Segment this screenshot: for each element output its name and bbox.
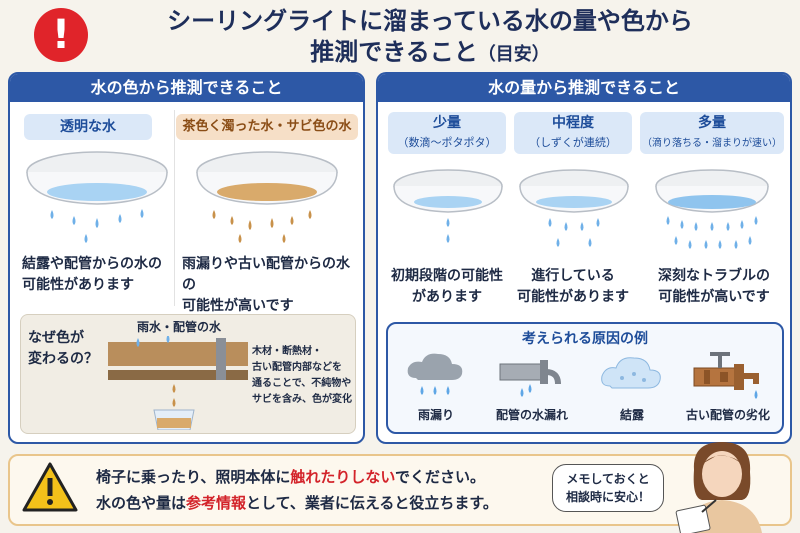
- clear-water-tag: 透明な水: [24, 114, 152, 140]
- warning-emphasis-touch: 触れたりしない: [290, 468, 395, 486]
- warning-emphasis-reference: 参考情報: [186, 494, 247, 512]
- light-small-drip-icon: [393, 169, 503, 243]
- small-amount-desc: 初期段階の可能性 があります: [391, 268, 503, 305]
- light-brown-water-icon: [196, 151, 338, 243]
- causes-header: 考えられる原因の例: [522, 331, 648, 347]
- pipe-illustration-icon: [108, 336, 248, 430]
- cause-label-condensation: 結露: [619, 408, 644, 422]
- leaking-pipe-icon: [499, 360, 561, 397]
- pipe-label: 雨水・配管の水: [136, 320, 221, 334]
- divider: [174, 110, 175, 306]
- why-answer: 木材・断熱材・ 古い配管内部などを 通ることで、不純物や サビを含み、色が変化: [252, 346, 352, 405]
- cause-label-pipe: 配管の水漏れ: [495, 408, 568, 422]
- light-clear-water-icon: [26, 151, 168, 243]
- large-amount-desc: 深刻なトラブルの 可能性が高いです: [658, 268, 770, 305]
- color-panel-header: 水の色から推測できること: [10, 74, 363, 102]
- woman-with-memo-icon: [675, 442, 762, 533]
- title-line2: 推測できること: [310, 38, 478, 66]
- clear-water-desc: 結露や配管からの水の 可能性があります: [22, 256, 162, 293]
- speech-bubble: メモしておくと 相談時に安心！: [552, 464, 664, 512]
- medium-amount-tag: 中程度 （しずくが連続）: [514, 112, 632, 154]
- condensation-cloud-icon: [601, 357, 661, 389]
- warning-text: 椅子に乗ったり、照明本体に触れたりしないでください。 水の色や量は参考情報として…: [96, 468, 498, 512]
- light-medium-drip-icon: [519, 169, 629, 247]
- warning-triangle-icon: [22, 462, 78, 512]
- cause-label-old-pipe: 古い配管の劣化: [685, 408, 770, 422]
- brown-water-desc: 雨漏りや古い配管からの水の 可能性が高いです: [182, 256, 350, 314]
- brown-water-tag: 茶色く濁った水・サビ色の水: [176, 114, 358, 140]
- small-amount-tag: 少量 （数滴〜ポタポタ）: [388, 112, 506, 154]
- why-question: なぜ色が 変わるの？: [28, 330, 98, 367]
- medium-amount-desc: 進行している 可能性があります: [517, 268, 629, 305]
- cause-label-rain: 雨漏り: [417, 408, 454, 422]
- large-amount-tag: 多量 （滴り落ちる・溜まりが速い）: [640, 112, 784, 154]
- light-large-drip-icon: [655, 169, 769, 249]
- page-title: シーリングライトに溜まっている水の量や色から 推測できること（目安）: [110, 6, 750, 71]
- title-note: （目安）: [477, 44, 550, 65]
- amount-panel-header: 水の量から推測できること: [378, 74, 790, 102]
- rusty-faucet-icon: [693, 352, 759, 399]
- rain-cloud-icon: [407, 353, 463, 395]
- title-line1: シーリングライトに溜まっている水の量や色から: [167, 7, 693, 35]
- alert-icon: !: [34, 8, 88, 62]
